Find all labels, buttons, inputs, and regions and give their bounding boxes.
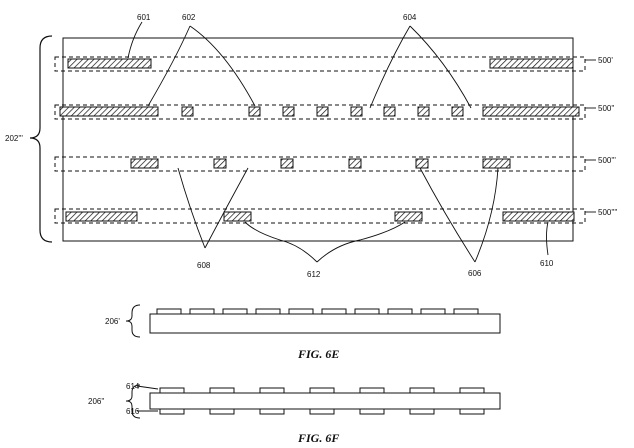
pad-6e [222, 308, 248, 315]
pad-6e [387, 308, 413, 315]
pad-6e [420, 308, 446, 315]
pad-601 [67, 58, 152, 69]
pad-6e [189, 308, 215, 315]
leader-614 [136, 385, 159, 390]
pad-616 [209, 408, 235, 415]
pad-row2-right [482, 106, 580, 117]
pad-row2-sq [248, 106, 261, 117]
row-500-4 [54, 208, 586, 224]
pad-6e [288, 308, 314, 315]
pad-row3 [348, 158, 362, 169]
ref-606: 606 [468, 269, 482, 278]
ref-500-2: 500'' [598, 104, 615, 113]
pad-616 [259, 408, 285, 415]
pad-row2-sq [282, 106, 295, 117]
pad-614 [259, 387, 285, 394]
pad-6e [354, 308, 380, 315]
pad-614 [159, 387, 185, 394]
pad-row3 [482, 158, 511, 169]
pad-614 [409, 387, 435, 394]
pad-row2-left [59, 106, 159, 117]
ref-206p: 206' [105, 317, 120, 326]
substrate-6e [149, 313, 501, 334]
fig-6e-caption: FIG. 6E [297, 347, 339, 361]
pad-row2-sq [181, 106, 194, 117]
pad-row2-sq [350, 106, 363, 117]
ref-500-4: 500'''' [598, 208, 618, 217]
ref-604: 604 [403, 13, 417, 22]
pad-row2-sq [383, 106, 396, 117]
brace-206p [125, 304, 141, 338]
brace-206pp [125, 384, 141, 419]
row-500-3 [54, 156, 586, 172]
pad-row2-sq [417, 106, 430, 117]
dashed-rows [54, 56, 586, 224]
row-500-1 [54, 56, 586, 72]
pad-6e [156, 308, 182, 315]
pad-614 [459, 387, 485, 394]
ref-601: 601 [137, 13, 151, 22]
pad-row2-sq [451, 106, 464, 117]
pad-row4 [223, 211, 252, 222]
pad-row1-right [489, 58, 574, 69]
ref-608: 608 [197, 261, 211, 270]
ref-616: 616 [126, 407, 140, 416]
pad-616 [309, 408, 335, 415]
pad-610 [502, 211, 575, 222]
hatched-pads [59, 58, 580, 222]
pad-6e [453, 308, 479, 315]
ref-614: 614 [126, 382, 140, 391]
pad-614 [309, 387, 335, 394]
ref-610: 610 [540, 259, 554, 268]
fig-6f-caption: FIG. 6F [297, 431, 339, 445]
pad-row3 [213, 158, 227, 169]
ref-500-1: 500' [598, 56, 613, 65]
substrate-top-view [62, 37, 574, 242]
pad-614 [209, 387, 235, 394]
fig-6e-side-view [125, 304, 501, 338]
substrate-6f [149, 392, 501, 410]
pad-row3 [415, 158, 429, 169]
pad-row3 [280, 158, 294, 169]
pad-row4-left [65, 211, 138, 222]
ref-202: 202''' [5, 134, 23, 143]
leader-lines [127, 21, 596, 263]
ref-500-3: 500''' [598, 156, 616, 165]
fig-6f-side-view [125, 384, 501, 419]
ref-602: 602 [182, 13, 196, 22]
pad-616 [409, 408, 435, 415]
pad-616 [159, 408, 185, 415]
pad-6e [321, 308, 347, 315]
ref-612: 612 [307, 270, 321, 279]
pad-616 [359, 408, 385, 415]
pad-6e [255, 308, 281, 315]
ref-206pp: 206'' [88, 397, 105, 406]
brace-202 [29, 35, 53, 243]
pad-row2-sq [316, 106, 329, 117]
pad-614 [359, 387, 385, 394]
pad-row3 [130, 158, 159, 169]
row-500-2 [54, 104, 586, 120]
pad-row4 [394, 211, 423, 222]
pad-616 [459, 408, 485, 415]
